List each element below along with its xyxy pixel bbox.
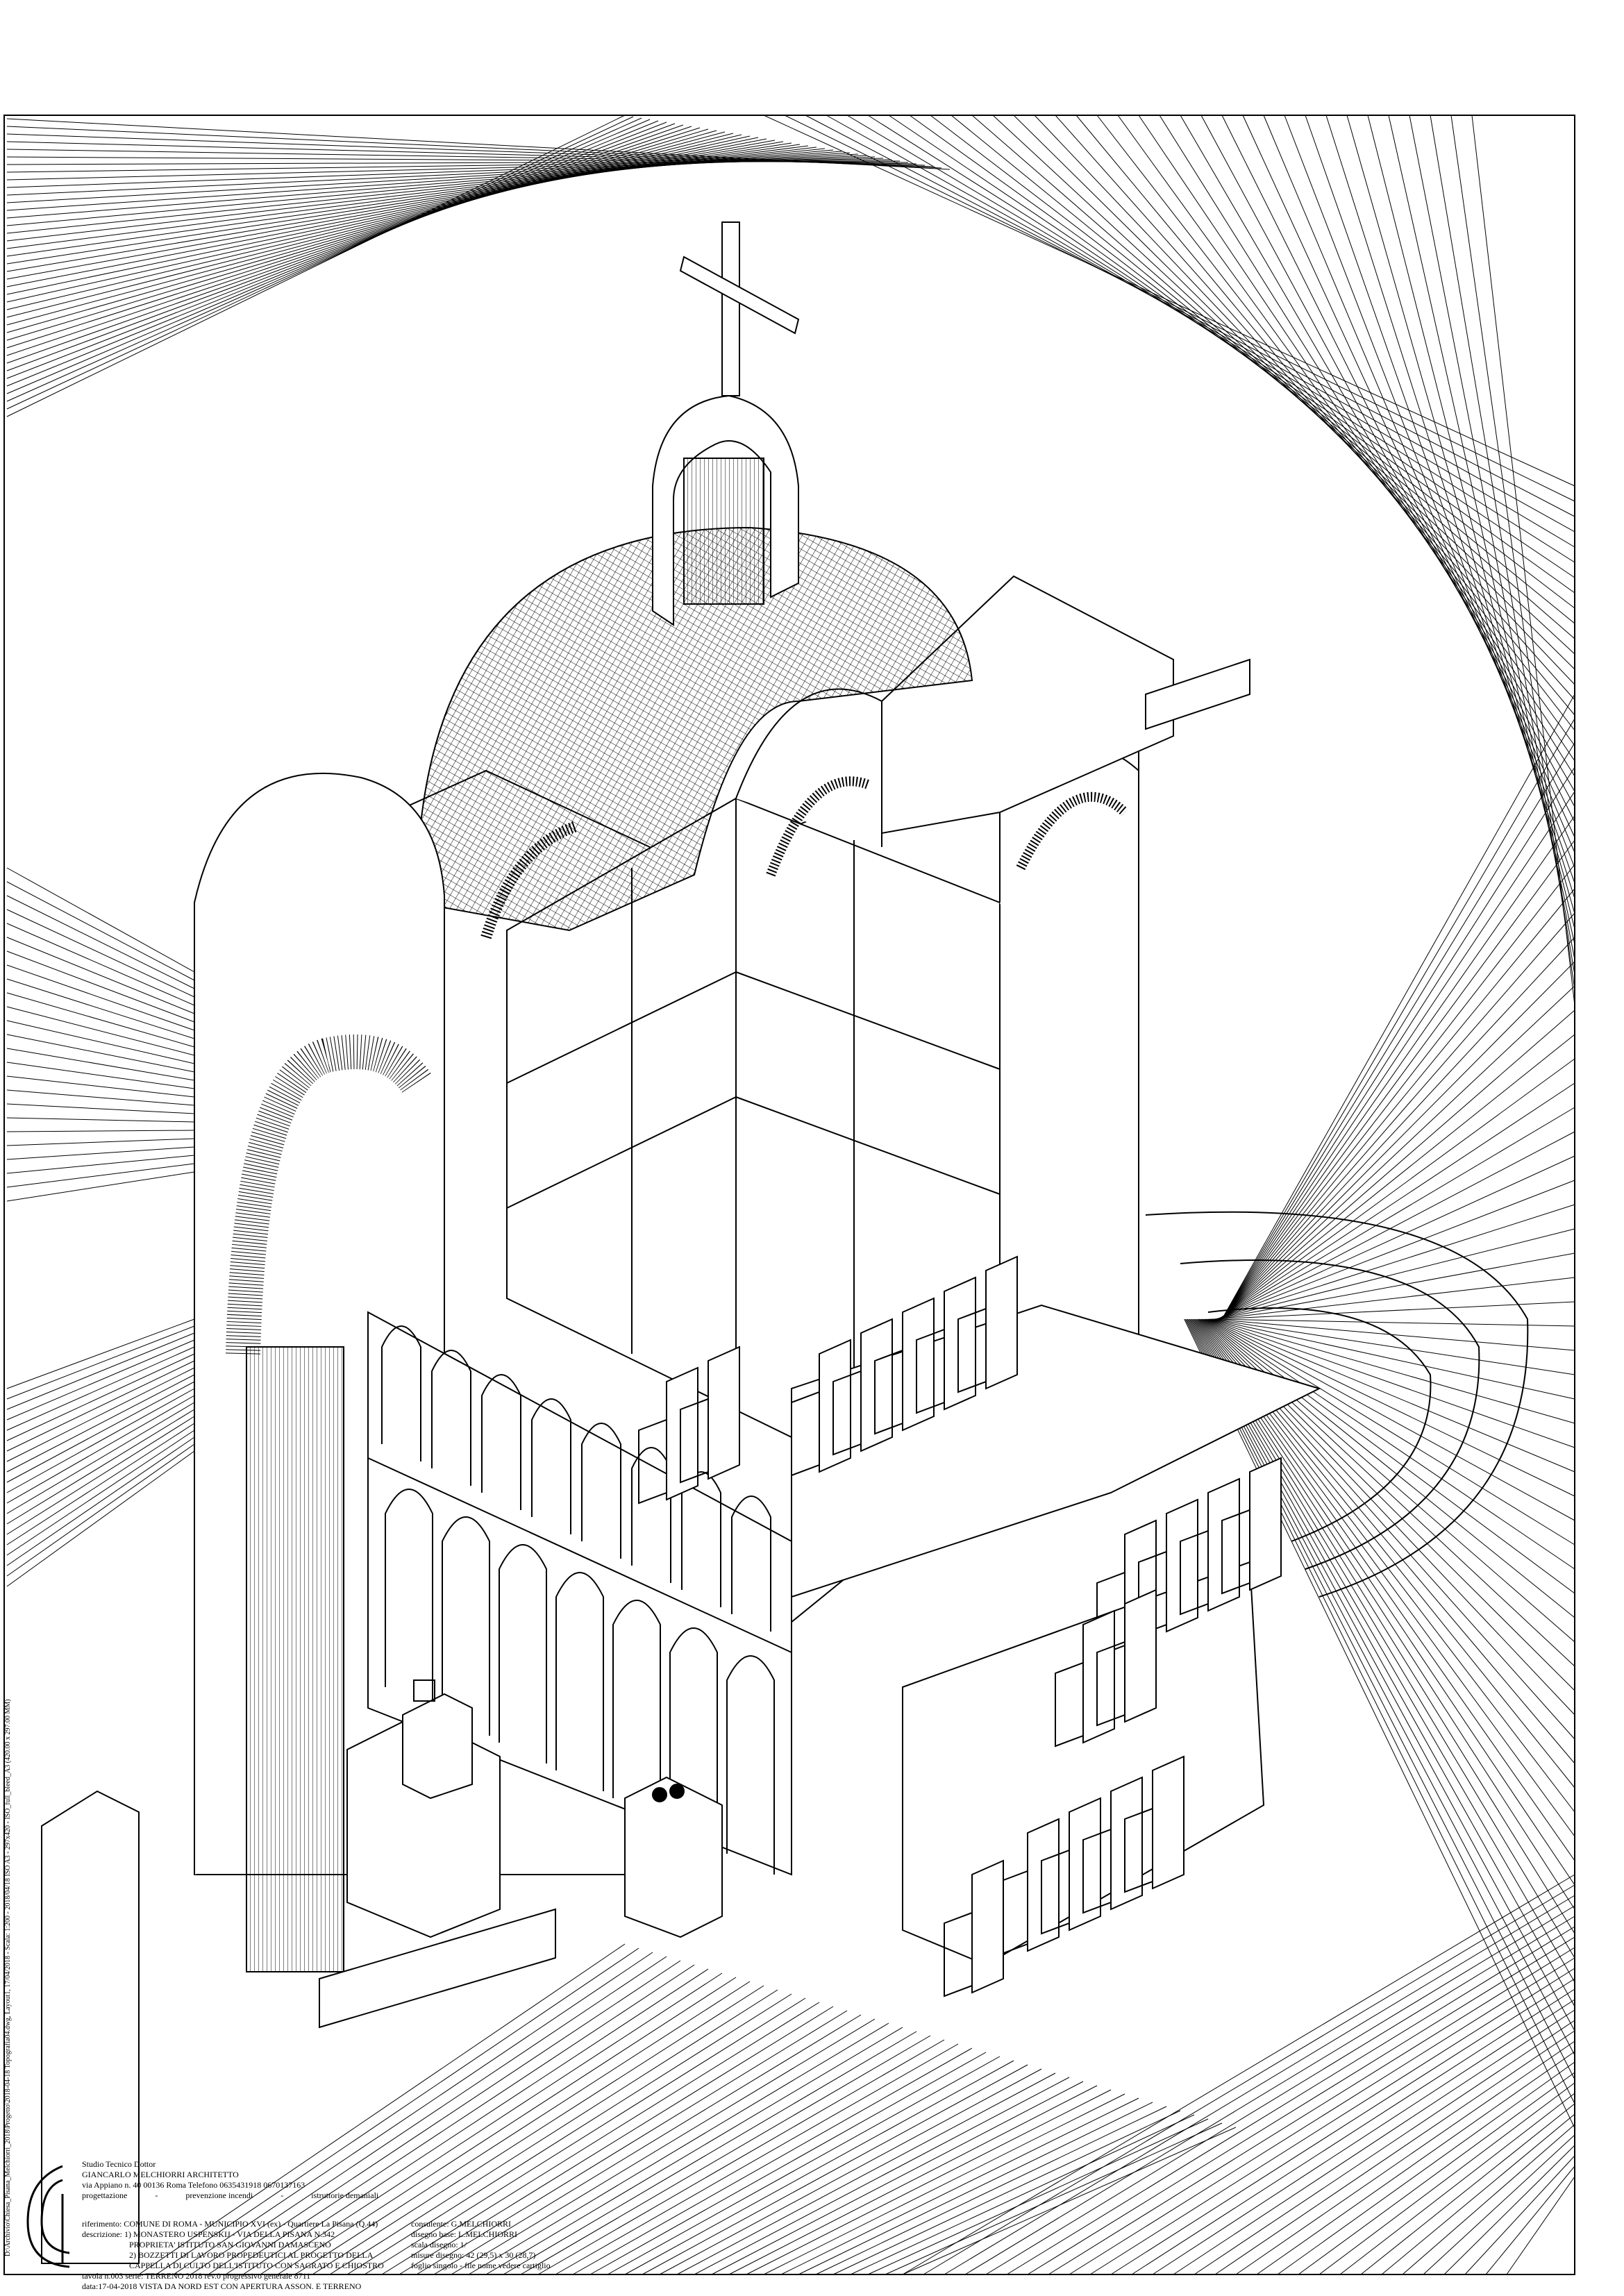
stall-chair [791, 1339, 851, 1477]
info-block: riferimento: COMUNE DI ROMA - MUNICIPIO … [82, 2219, 384, 2292]
stall-chair [999, 1818, 1060, 1956]
studio-block: Studio Tecnico Dottor GIANCARLO MELCHIOR… [82, 2159, 378, 2201]
iconostasis-arches [381, 1325, 775, 1875]
choir-stalls [638, 1255, 1282, 1997]
front-left-wall [41, 1790, 140, 2264]
stall-chair [680, 1346, 740, 1484]
scala-disegno: scala disegno: 1/ [411, 2240, 467, 2249]
chapel-building [41, 221, 1529, 2264]
studio-line-1: Studio Tecnico Dottor [82, 2159, 156, 2169]
stall-chair [1180, 1477, 1240, 1616]
stall-chair [957, 1255, 1018, 1393]
stall-chair [1082, 1776, 1143, 1914]
consultant-block: consulente: G.MELCHIORRI disegno base: L… [411, 2219, 551, 2271]
stall-chair [1096, 1589, 1157, 1727]
stall-chair [832, 1318, 893, 1456]
iconostasis [367, 1311, 792, 1876]
stall-chair [944, 1859, 1004, 1997]
stall-chair [916, 1276, 976, 1414]
drawing-frame [3, 115, 1575, 2275]
altar [346, 1679, 723, 1938]
stall-chair [638, 1366, 698, 1505]
studio-line-2: GIANCARLO MELCHIORRI ARCHITETTO [82, 2170, 239, 2179]
studio-line-3: via Appiano n. 40 00136 Roma Telefono 06… [82, 2180, 305, 2190]
stall-chair [1124, 1755, 1184, 1893]
info-desc-4: CAPPELLA DI CULTO DELL'ISTITUTO CON SAGR… [129, 2261, 384, 2270]
stall-chair [1041, 1797, 1101, 1935]
cross-icon [679, 221, 800, 396]
disegno-base: disegno base: L.MELCHIORRI [411, 2229, 517, 2239]
studio-roles: progettazione-prevenzione incendi-istrut… [82, 2190, 379, 2200]
stall-chair [1055, 1609, 1115, 1748]
stall-chair [1221, 1457, 1282, 1595]
lantern [652, 394, 799, 626]
file-path-label: D:\Archivio\Chiesa_Pisana_Melchiorri_201… [4, 1699, 12, 2256]
info-riferimento: riferimento: COMUNE DI ROMA - MUNICIPIO … [82, 2219, 378, 2229]
info-desc-2: PROPRIETA' ISTITUTO SAN GIOVANNI DAMASCE… [129, 2240, 331, 2249]
foglio: foglio singolo - file nome vedere cartig… [411, 2261, 551, 2270]
stepped-seating [1145, 1211, 1529, 1598]
consulente: consulente: G.MELCHIORRI [411, 2219, 511, 2229]
info-data: data:17-04-2018 VISTA DA NORD EST CON AP… [82, 2281, 362, 2291]
studio-logo [26, 2165, 70, 2268]
info-desc-3: 2) BOZZETTI DI LAVORO PROPEDEUTICI AL PR… [129, 2250, 374, 2260]
misure-disegno: misure disegno: 42 (29,5) x 30 (28,7) [411, 2250, 536, 2260]
stall-chair [874, 1297, 935, 1435]
info-descrizione: descrizione: 1) MONASTERO USPENSKIJ - VI… [82, 2229, 335, 2239]
info-tavola: tavola n.003 serie: TERRENO 2018 rev.0 p… [82, 2271, 311, 2281]
